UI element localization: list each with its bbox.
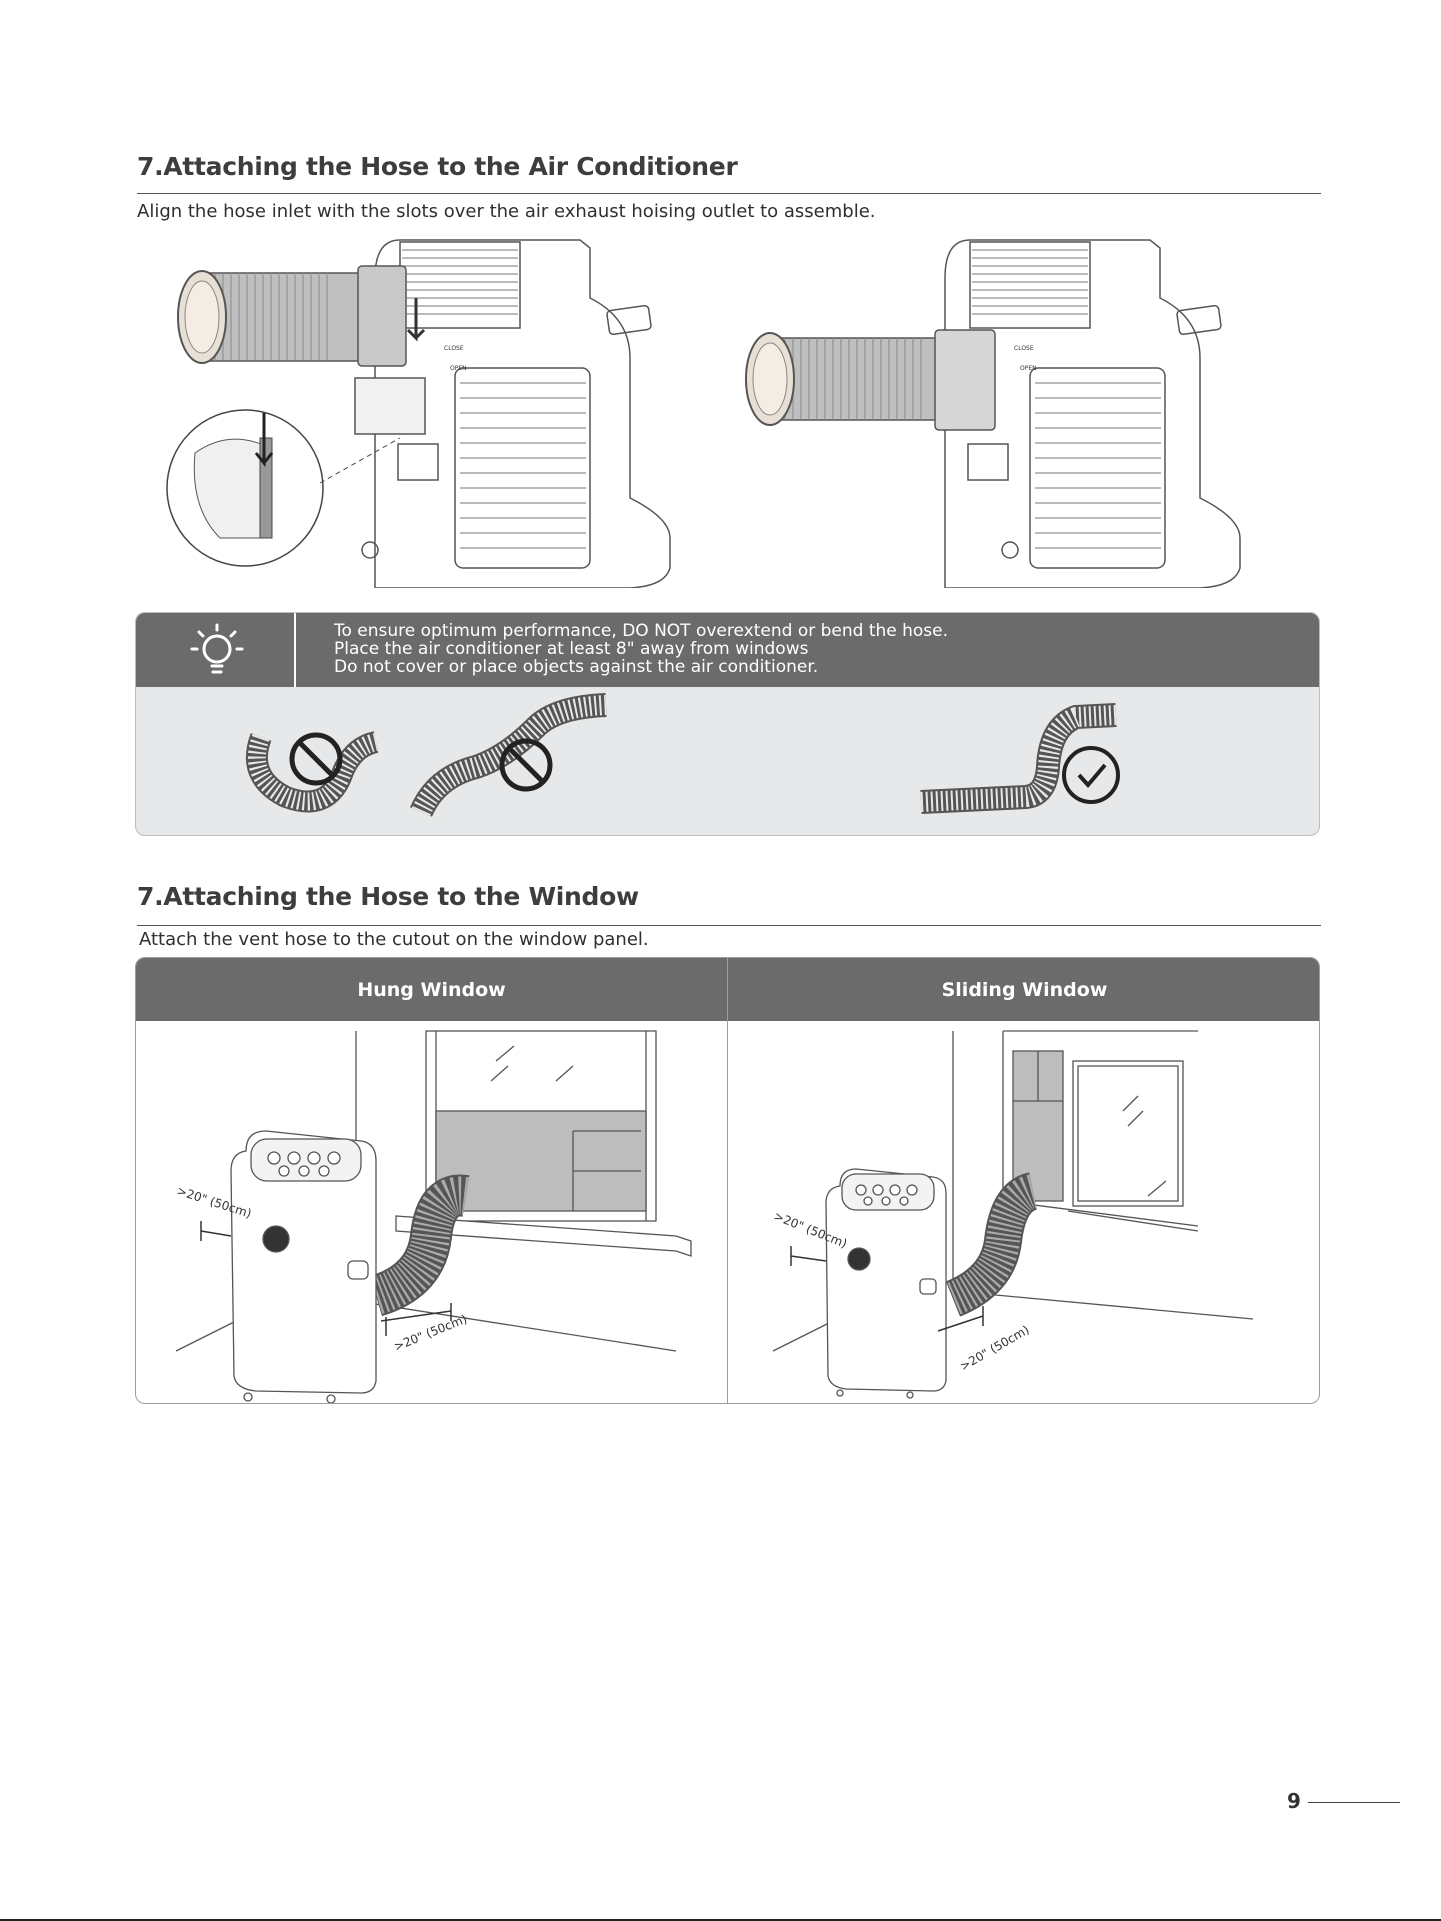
hose-correct	[920, 703, 1120, 814]
section-description: Attach the vent hose to the cutout on th…	[139, 929, 649, 950]
hose-examples-illustration	[246, 693, 1120, 818]
tip-line: To ensure optimum performance, DO NOT ov…	[334, 621, 949, 641]
section-title-hose-to-ac: 7.Attaching the Hose to the Air Conditio…	[137, 152, 738, 181]
tip-text: To ensure optimum performance, DO NOT ov…	[334, 622, 948, 676]
tip-line: Place the air conditioner at least 8" aw…	[334, 639, 809, 659]
tip-divider	[294, 613, 296, 687]
sliding-window-illustration: >20" (50cm) >20" (50cm)	[772, 1030, 1254, 1399]
window-type-table: Hung Window Sliding Window	[135, 957, 1320, 1404]
clearance-label: >20" (50cm)	[958, 1323, 1032, 1374]
bottom-edge	[0, 1919, 1441, 1921]
open-label: OPEN	[1020, 365, 1037, 372]
tip-box: To ensure optimum performance, DO NOT ov…	[135, 612, 1320, 836]
hose-attach-illustration-after: CLOSE OPEN	[745, 239, 1241, 588]
section-description: Align the hose inlet with the slots over…	[137, 201, 876, 222]
hose-coiled-wrong	[246, 731, 379, 813]
section-title-hose-to-window: 7.Attaching the Hose to the Window	[137, 882, 639, 911]
page-number-rule	[1308, 1802, 1400, 1803]
section-rule	[137, 193, 1321, 194]
open-label: OPEN	[450, 365, 467, 372]
lightbulb-icon	[190, 623, 244, 674]
section-rule	[137, 925, 1321, 926]
tip-line: Do not cover or place objects against th…	[334, 657, 819, 677]
tip-header: To ensure optimum performance, DO NOT ov…	[136, 613, 1319, 687]
column-header-sliding-window: Sliding Window	[728, 958, 1319, 1021]
column-header-hung-window: Hung Window	[136, 958, 727, 1021]
hung-window-illustration: >20" (50cm) >20" (50cm)	[175, 1030, 692, 1403]
close-label: CLOSE	[1014, 345, 1034, 352]
hose-twisted-wrong	[409, 693, 607, 818]
close-label: CLOSE	[444, 345, 464, 352]
page-number: 9	[1287, 1789, 1301, 1813]
column-separator	[727, 958, 728, 1403]
hose-attach-illustration-before: CLOSE OPEN	[166, 239, 671, 588]
